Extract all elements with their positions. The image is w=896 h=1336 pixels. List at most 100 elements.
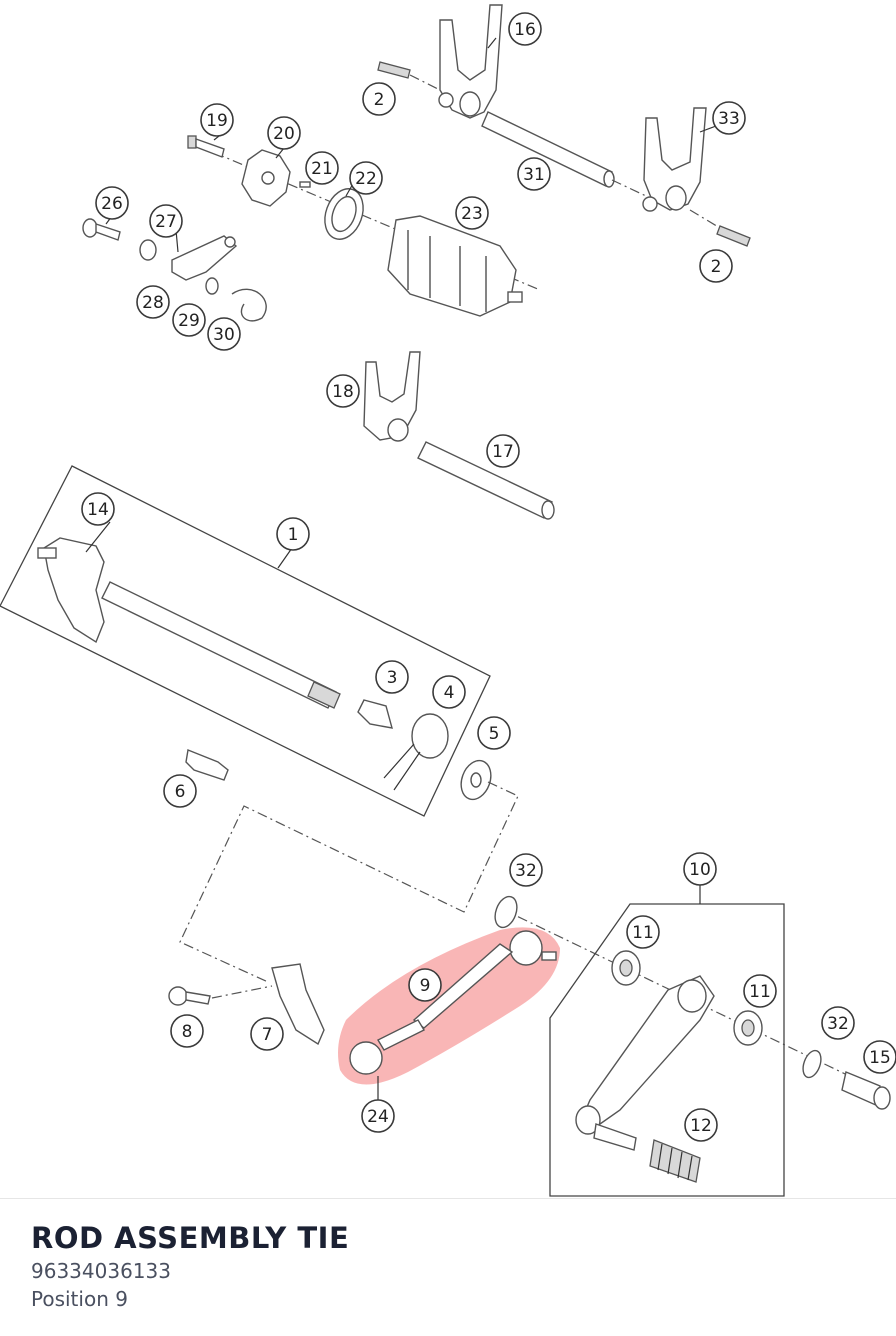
screw-19-art <box>187 135 225 158</box>
part-name: ROD ASSEMBLY TIE <box>31 1221 350 1255</box>
washer-27-art <box>139 239 157 261</box>
washer-29-art <box>205 277 219 295</box>
callout-12[interactable]: 12 <box>684 1108 718 1142</box>
pin-6-art <box>185 749 229 781</box>
shift-shaft-group-frame <box>0 465 491 817</box>
svg-text:33: 33 <box>718 109 740 129</box>
callout-7[interactable]: 7 <box>250 1017 284 1051</box>
shift-drum-23-art <box>387 215 523 317</box>
callout-18[interactable]: 18 <box>326 374 360 408</box>
svg-text:23: 23 <box>461 204 483 224</box>
svg-text:2: 2 <box>374 90 385 110</box>
rod-assembly-9-art <box>349 930 557 1075</box>
washer-22-art <box>324 188 364 240</box>
shift-fork-16-art <box>438 4 503 119</box>
svg-text:32: 32 <box>827 1014 849 1034</box>
part-info-panel: ROD ASSEMBLY TIE 96334036133 Position 9 <box>0 1198 896 1336</box>
spring-2b-art <box>716 225 751 247</box>
callout-4[interactable]: 4 <box>432 675 466 709</box>
washer-32a-art <box>494 895 518 929</box>
svg-text:5: 5 <box>489 724 500 744</box>
callout-16[interactable]: 16 <box>508 12 542 46</box>
screw-26-art <box>82 218 121 241</box>
rubber-12-art <box>649 1139 701 1183</box>
shift-star-20-art <box>241 149 291 207</box>
svg-text:32: 32 <box>515 861 537 881</box>
part-number: 96334036133 <box>31 1259 171 1283</box>
shift-fork-18-art <box>363 351 421 442</box>
svg-text:18: 18 <box>332 382 354 402</box>
shift-rod-31-art <box>481 111 615 188</box>
svg-text:8: 8 <box>182 1022 193 1042</box>
callout-28[interactable]: 28 <box>136 285 170 319</box>
callout-8[interactable]: 8 <box>170 1014 204 1048</box>
shift-shaft-1-art <box>37 537 341 709</box>
pin-21-art <box>299 181 311 188</box>
callout-2a[interactable]: 2 <box>362 82 396 116</box>
link-7-art <box>271 963 325 1046</box>
exploded-parts-diagram: 16 2 33 31 2 19 20 21 22 23 26 27 <box>0 4 896 1197</box>
svg-text:3: 3 <box>387 668 398 688</box>
callout-1[interactable]: 1 <box>276 517 310 551</box>
callout-26[interactable]: 26 <box>95 186 129 220</box>
shift-fork-33-art <box>642 107 707 212</box>
callout-32b[interactable]: 32 <box>821 1006 855 1040</box>
callout-27[interactable]: 27 <box>149 204 183 238</box>
svg-text:21: 21 <box>311 159 333 179</box>
callout-15[interactable]: 15 <box>863 1040 896 1074</box>
washer-32b-art <box>802 1049 822 1079</box>
spring-30-art <box>231 288 267 322</box>
svg-text:15: 15 <box>869 1048 891 1068</box>
lever-28-art <box>171 235 238 281</box>
svg-text:24: 24 <box>367 1107 389 1127</box>
callout-32a[interactable]: 32 <box>509 853 543 887</box>
callout-20[interactable]: 20 <box>267 116 301 150</box>
callout-22[interactable]: 22 <box>349 161 383 195</box>
svg-text:19: 19 <box>206 111 228 131</box>
svg-text:22: 22 <box>355 169 377 189</box>
callout-11a[interactable]: 11 <box>626 915 660 949</box>
svg-text:6: 6 <box>175 782 186 802</box>
svg-text:12: 12 <box>690 1116 712 1136</box>
svg-text:28: 28 <box>142 293 164 313</box>
svg-text:20: 20 <box>273 124 295 144</box>
callout-31[interactable]: 31 <box>517 157 551 191</box>
callout-33[interactable]: 33 <box>712 101 746 135</box>
screw-15-art <box>841 1071 891 1110</box>
svg-text:7: 7 <box>262 1025 273 1045</box>
screw-8-art <box>168 986 211 1006</box>
part-position: Position 9 <box>31 1287 128 1311</box>
bearing-11b-art <box>733 1010 763 1046</box>
svg-text:26: 26 <box>101 194 123 214</box>
callout-17[interactable]: 17 <box>486 434 520 468</box>
callout-3[interactable]: 3 <box>375 660 409 694</box>
callout-30[interactable]: 30 <box>207 317 241 351</box>
callout-24[interactable]: 24 <box>361 1099 395 1133</box>
callout-10[interactable]: 10 <box>683 852 717 886</box>
callout-5[interactable]: 5 <box>477 716 511 750</box>
svg-text:4: 4 <box>444 683 455 703</box>
svg-text:16: 16 <box>514 20 536 40</box>
shift-lever-art <box>575 975 715 1151</box>
svg-text:30: 30 <box>213 325 235 345</box>
callout-29[interactable]: 29 <box>172 303 206 337</box>
callout-11b[interactable]: 11 <box>743 974 777 1008</box>
svg-text:10: 10 <box>689 860 711 880</box>
callout-9[interactable]: 9 <box>408 968 442 1002</box>
svg-text:1: 1 <box>288 525 299 545</box>
callout-23[interactable]: 23 <box>455 196 489 230</box>
svg-text:11: 11 <box>632 923 654 943</box>
svg-text:2: 2 <box>711 257 722 277</box>
spring-4-art <box>383 713 449 791</box>
callout-6[interactable]: 6 <box>163 774 197 808</box>
svg-text:27: 27 <box>155 212 177 232</box>
callout-14[interactable]: 14 <box>81 492 115 526</box>
callout-19[interactable]: 19 <box>200 103 234 137</box>
callout-21[interactable]: 21 <box>305 151 339 185</box>
callout-2b[interactable]: 2 <box>699 249 733 283</box>
shift-rod-17-art <box>417 441 555 520</box>
svg-text:31: 31 <box>523 165 545 185</box>
svg-text:14: 14 <box>87 500 109 520</box>
spring-2a-art <box>377 61 411 79</box>
svg-text:17: 17 <box>492 442 514 462</box>
